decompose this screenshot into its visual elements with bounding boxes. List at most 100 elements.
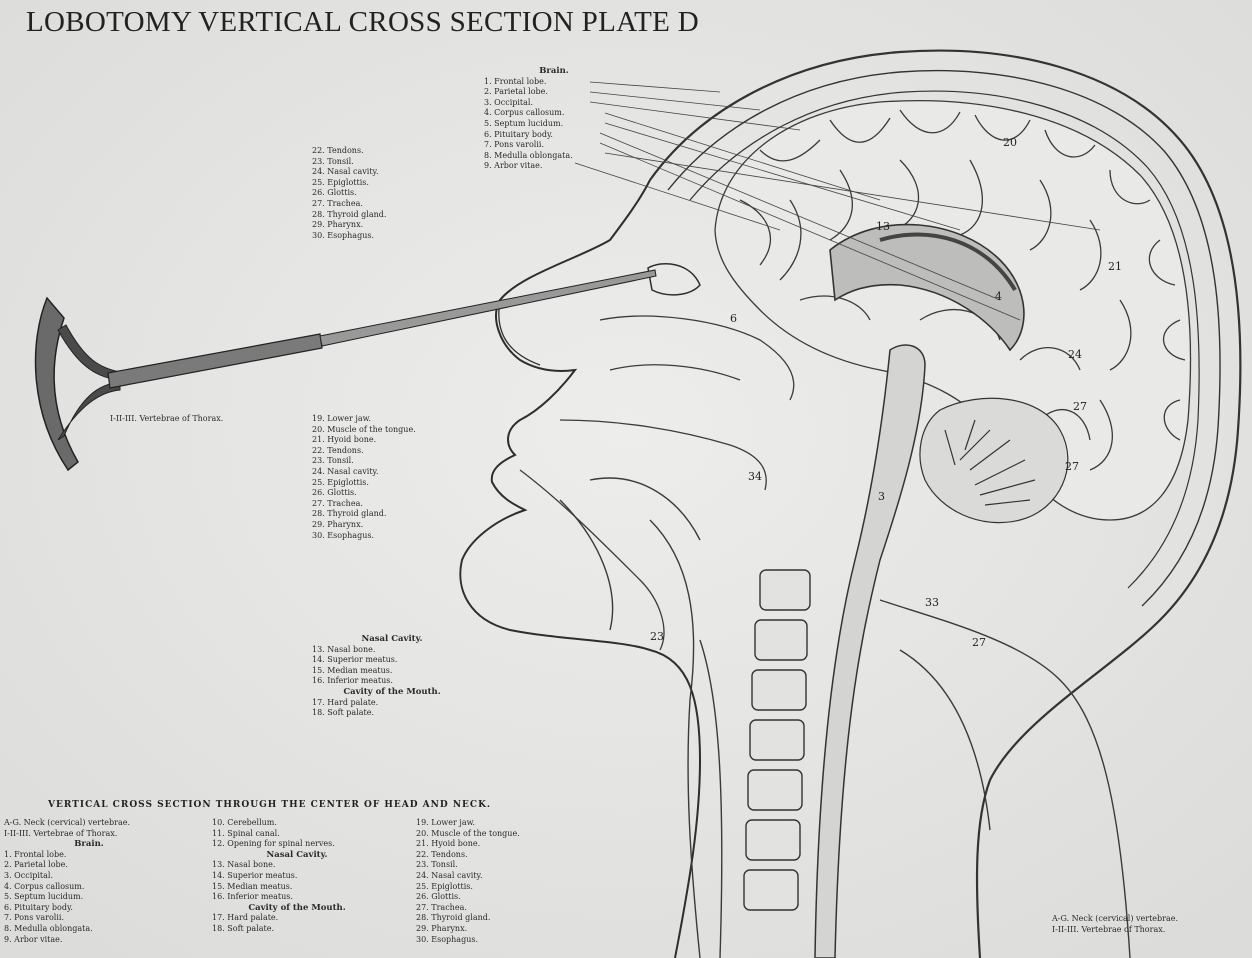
- legend-item: 14. Superior meatus.: [312, 655, 472, 666]
- legend-item: 18. Soft palate.: [312, 708, 472, 719]
- plate-title: LOBOTOMY VERTICAL CROSS SECTION PLATE D: [26, 6, 699, 39]
- legend-item: 27. Trachea.: [312, 499, 416, 510]
- legend-item: 28. Thyroid gland.: [312, 210, 386, 221]
- legend-item: 27. Trachea.: [312, 199, 386, 210]
- legend-item: 19. Lower jaw.: [416, 818, 520, 829]
- legend-item: 8. Medulla oblongata.: [484, 151, 624, 162]
- legend-item: 28. Thyroid gland.: [312, 509, 416, 520]
- figure-number-label: 27: [1073, 400, 1087, 413]
- legend-item: 4. Corpus callosum.: [484, 108, 624, 119]
- legend-item: 22. Tendons.: [312, 146, 386, 157]
- legend-brain-top: Brain. 1. Frontal lobe. 2. Parietal lobe…: [484, 66, 624, 172]
- legend-item: 20. Muscle of the tongue.: [416, 829, 520, 840]
- figure-number-label: 21: [1108, 260, 1122, 273]
- legend-item: 6. Pituitary body.: [484, 130, 624, 141]
- legend-heading: Cavity of the Mouth.: [312, 687, 472, 698]
- legend-item: 30. Esophagus.: [312, 531, 416, 542]
- legend-bottom-col1: A-G. Neck (cervical) vertebrae. I-II-III…: [4, 818, 174, 945]
- legend-item: 24. Nasal cavity.: [312, 167, 386, 178]
- legend-item: 13. Nasal bone.: [212, 860, 382, 871]
- legend-item: 10. Cerebellum.: [212, 818, 382, 829]
- legend-bottom-right: A-G. Neck (cervical) vertebrae. I-II-III…: [1052, 914, 1178, 935]
- legend-item: 18. Soft palate.: [212, 924, 382, 935]
- figure-number-label: 6: [730, 312, 737, 325]
- legend-item: 17. Hard palate.: [312, 698, 472, 709]
- legend-item: 11. Spinal canal.: [212, 829, 382, 840]
- legend-item: 13. Nasal bone.: [312, 645, 472, 656]
- legend-item: 29. Pharynx.: [312, 220, 386, 231]
- legend-item: 30. Esophagus.: [416, 935, 520, 946]
- legend-item: 3. Occipital.: [484, 98, 624, 109]
- legend-item: 25. Epiglottis.: [416, 882, 520, 893]
- figure-number-label: 27: [972, 636, 986, 649]
- legend-item: 17. Hard palate.: [212, 913, 382, 924]
- legend-item: 22. Tendons.: [416, 850, 520, 861]
- legend-bottom-col2: 10. Cerebellum. 11. Spinal canal. 12. Op…: [212, 818, 382, 935]
- legend-item: 20. Muscle of the tongue.: [312, 425, 416, 436]
- legend-item: 15. Median meatus.: [212, 882, 382, 893]
- legend-item: I-II-III. Vertebrae of Thorax.: [1052, 925, 1178, 936]
- legend-item: A-G. Neck (cervical) vertebrae.: [4, 818, 174, 829]
- legend-item: A-G. Neck (cervical) vertebrae.: [1052, 914, 1178, 925]
- legend-heading: Brain.: [484, 66, 624, 77]
- legend-heading: Cavity of the Mouth.: [212, 903, 382, 914]
- figure-number-label: 24: [1068, 348, 1082, 361]
- legend-item: 25. Epiglottis.: [312, 178, 386, 189]
- figure-number-label: 23: [650, 630, 664, 643]
- legend-upper-list: 22. Tendons. 23. Tonsil. 24. Nasal cavit…: [312, 146, 386, 241]
- legend-item: 3. Occipital.: [4, 871, 174, 882]
- legend-item: 27. Trachea.: [416, 903, 520, 914]
- legend-item: 25. Epiglottis.: [312, 478, 416, 489]
- legend-item: 24. Nasal cavity.: [416, 871, 520, 882]
- legend-item: 22. Tendons.: [312, 446, 416, 457]
- figure-number-label: 33: [925, 596, 939, 609]
- legend-item: 2. Parietal lobe.: [484, 87, 624, 98]
- figure-number-label: 3: [878, 490, 885, 503]
- legend-item: 5. Septum lucidum.: [4, 892, 174, 903]
- legend-item: 12. Opening for spinal nerves.: [212, 839, 382, 850]
- legend-item: 16. Inferior meatus.: [212, 892, 382, 903]
- legend-item: 29. Pharynx.: [416, 924, 520, 935]
- legend-item: 6. Pituitary body.: [4, 903, 174, 914]
- legend-item: 8. Medulla oblongata.: [4, 924, 174, 935]
- legend-item: 7. Pons varolii.: [484, 140, 624, 151]
- legend-item: 19. Lower jaw.: [312, 414, 416, 425]
- legend-thorax: I-II-III. Vertebrae of Thorax.: [110, 414, 223, 425]
- legend-item: 29. Pharynx.: [312, 520, 416, 531]
- legend-heading: Brain.: [4, 839, 174, 850]
- legend-item: 15. Median meatus.: [312, 666, 472, 677]
- legend-item: 7. Pons varolii.: [4, 913, 174, 924]
- legend-item: 28. Thyroid gland.: [416, 913, 520, 924]
- legend-item: 23. Tonsil.: [312, 157, 386, 168]
- legend-bottom-col3: 19. Lower jaw. 20. Muscle of the tongue.…: [416, 818, 520, 945]
- figure-number-label: 34: [748, 470, 762, 483]
- legend-item: 23. Tonsil.: [312, 456, 416, 467]
- legend-item: I-II-III. Vertebrae of Thorax.: [4, 829, 174, 840]
- bottom-heading: VERTICAL CROSS SECTION THROUGH THE CENTE…: [48, 800, 491, 810]
- figure-number-label: 13: [876, 220, 890, 233]
- legend-item: 23. Tonsil.: [416, 860, 520, 871]
- legend-item: 9. Arbor vitae.: [484, 161, 624, 172]
- legend-item: 21. Hyoid bone.: [312, 435, 416, 446]
- legend-item: 9. Arbor vitae.: [4, 935, 174, 946]
- legend-item: 5. Septum lucidum.: [484, 119, 624, 130]
- legend-item: 4. Corpus callosum.: [4, 882, 174, 893]
- figure-number-label: 20: [1003, 136, 1017, 149]
- figure-number-label: 27: [1065, 460, 1079, 473]
- legend-mid-list: 19. Lower jaw. 20. Muscle of the tongue.…: [312, 414, 416, 541]
- legend-item: 26. Glottis.: [416, 892, 520, 903]
- legend-item: 26. Glottis.: [312, 488, 416, 499]
- legend-heading: Nasal Cavity.: [312, 634, 472, 645]
- legend-item: 1. Frontal lobe.: [484, 77, 624, 88]
- legend-item: 30. Esophagus.: [312, 231, 386, 242]
- legend-item: 26. Glottis.: [312, 188, 386, 199]
- figure-number-label: 4: [995, 290, 1002, 303]
- legend-heading: Nasal Cavity.: [212, 850, 382, 861]
- legend-item: 14. Superior meatus.: [212, 871, 382, 882]
- legend-item: 2. Parietal lobe.: [4, 860, 174, 871]
- legend-item: 16. Inferior meatus.: [312, 676, 472, 687]
- legend-item: 21. Hyoid bone.: [416, 839, 520, 850]
- legend-nasal-mid: Nasal Cavity. 13. Nasal bone. 14. Superi…: [312, 634, 472, 719]
- legend-item: 24. Nasal cavity.: [312, 467, 416, 478]
